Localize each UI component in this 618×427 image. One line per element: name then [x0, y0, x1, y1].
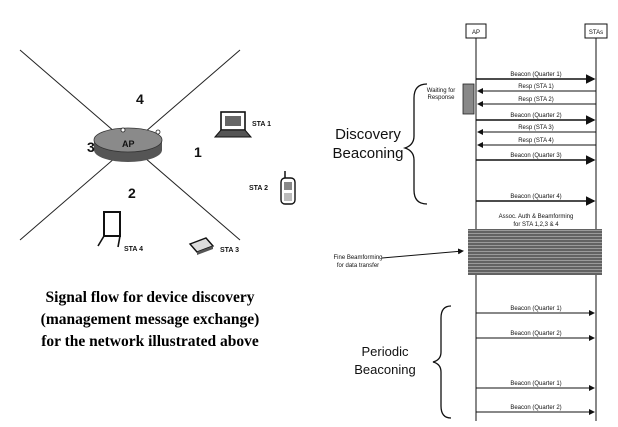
periodic-brace [433, 306, 451, 418]
periodic-message: Beacon (Quarter 2) [476, 331, 594, 338]
phone-icon [281, 171, 295, 204]
svg-text:Beacon (Quarter 4): Beacon (Quarter 4) [510, 194, 561, 200]
discovery-label-line-2: Beaconing [333, 145, 404, 162]
discovery-label-line-1: Discovery [335, 126, 401, 143]
svg-text:Beacon (Quarter 2): Beacon (Quarter 2) [510, 113, 561, 119]
zone-label-3: 3 [87, 139, 95, 155]
message: Resp (STA 2) [478, 97, 596, 104]
caption-line-2: (management message exchange) [41, 311, 260, 328]
svg-text:Beacon (Quarter 2): Beacon (Quarter 2) [510, 405, 561, 411]
zone-label-1: 1 [194, 144, 202, 160]
message: Beacon (Quarter 4) [476, 194, 594, 201]
tablet-icon [98, 212, 120, 247]
sequence-diagram: AP STAs Waiting for Response Discovery B… [333, 24, 607, 421]
caption-line-3: for the network illustrated above [41, 333, 259, 350]
periodic-message: Beacon (Quarter 2) [476, 405, 594, 412]
sta1-label: STA 1 [252, 121, 271, 128]
svg-text:Beacon (Quarter 1): Beacon (Quarter 1) [510, 381, 561, 387]
zone-label-4: 4 [136, 91, 144, 107]
assoc-label-line-2: for STA 1,2,3 & 4 [513, 222, 559, 228]
fine-pointer-arrow [382, 251, 463, 258]
discovery-brace [405, 84, 427, 204]
waiting-label-line-1: Waiting for [427, 88, 455, 94]
message: Resp (STA 3) [478, 125, 596, 132]
sta2-label: STA 2 [249, 185, 268, 192]
message: Beacon (Quarter 1) [476, 72, 594, 79]
periodic-label-line-2: Beaconing [354, 362, 415, 377]
message: Beacon (Quarter 2) [476, 113, 594, 120]
svg-text:Resp (STA 1): Resp (STA 1) [518, 84, 554, 90]
lane-label-ap: AP [472, 30, 480, 36]
fine-label-line-2: for data transfer [337, 263, 379, 269]
waiting-label-line-2: Response [427, 95, 455, 101]
message: Resp (STA 1) [478, 84, 596, 91]
caption-line-1: Signal flow for device discovery [46, 289, 255, 306]
svg-text:Resp (STA 3): Resp (STA 3) [518, 125, 554, 131]
svg-text:Resp (STA 2): Resp (STA 2) [518, 97, 554, 103]
message: Beacon (Quarter 3) [476, 153, 594, 160]
periodic-label-line-1: Periodic [362, 344, 409, 359]
sta4-label: STA 4 [124, 246, 143, 253]
message: Resp (STA 4) [478, 138, 596, 145]
network-topology: AP 1 2 3 4 STA 1 STA 2 STA 3 [20, 50, 295, 255]
periodic-message: Beacon (Quarter 1) [476, 381, 594, 388]
svg-text:Resp (STA 4): Resp (STA 4) [518, 138, 554, 144]
assoc-label-line-1: Assoc. Auth & Beamforming [499, 214, 574, 220]
figure-caption: Signal flow for device discovery (manage… [41, 289, 260, 350]
svg-text:Beacon (Quarter 1): Beacon (Quarter 1) [510, 72, 561, 78]
laptop-icon [215, 112, 251, 137]
periodic-message: Beacon (Quarter 1) [476, 306, 594, 313]
svg-text:Beacon (Quarter 1): Beacon (Quarter 1) [510, 306, 561, 312]
lane-label-sta: STAs [589, 30, 603, 36]
waiting-bar [463, 84, 474, 114]
svg-text:Beacon (Quarter 2): Beacon (Quarter 2) [510, 331, 561, 337]
ap-label: AP [122, 139, 135, 149]
beamforming-block [468, 229, 602, 275]
sta3-label: STA 3 [220, 247, 239, 254]
fine-label-line-1: Fine Beamforming [333, 255, 382, 261]
device-icon [190, 238, 213, 255]
zone-label-2: 2 [128, 185, 136, 201]
svg-text:Beacon (Quarter 3): Beacon (Quarter 3) [510, 153, 561, 159]
